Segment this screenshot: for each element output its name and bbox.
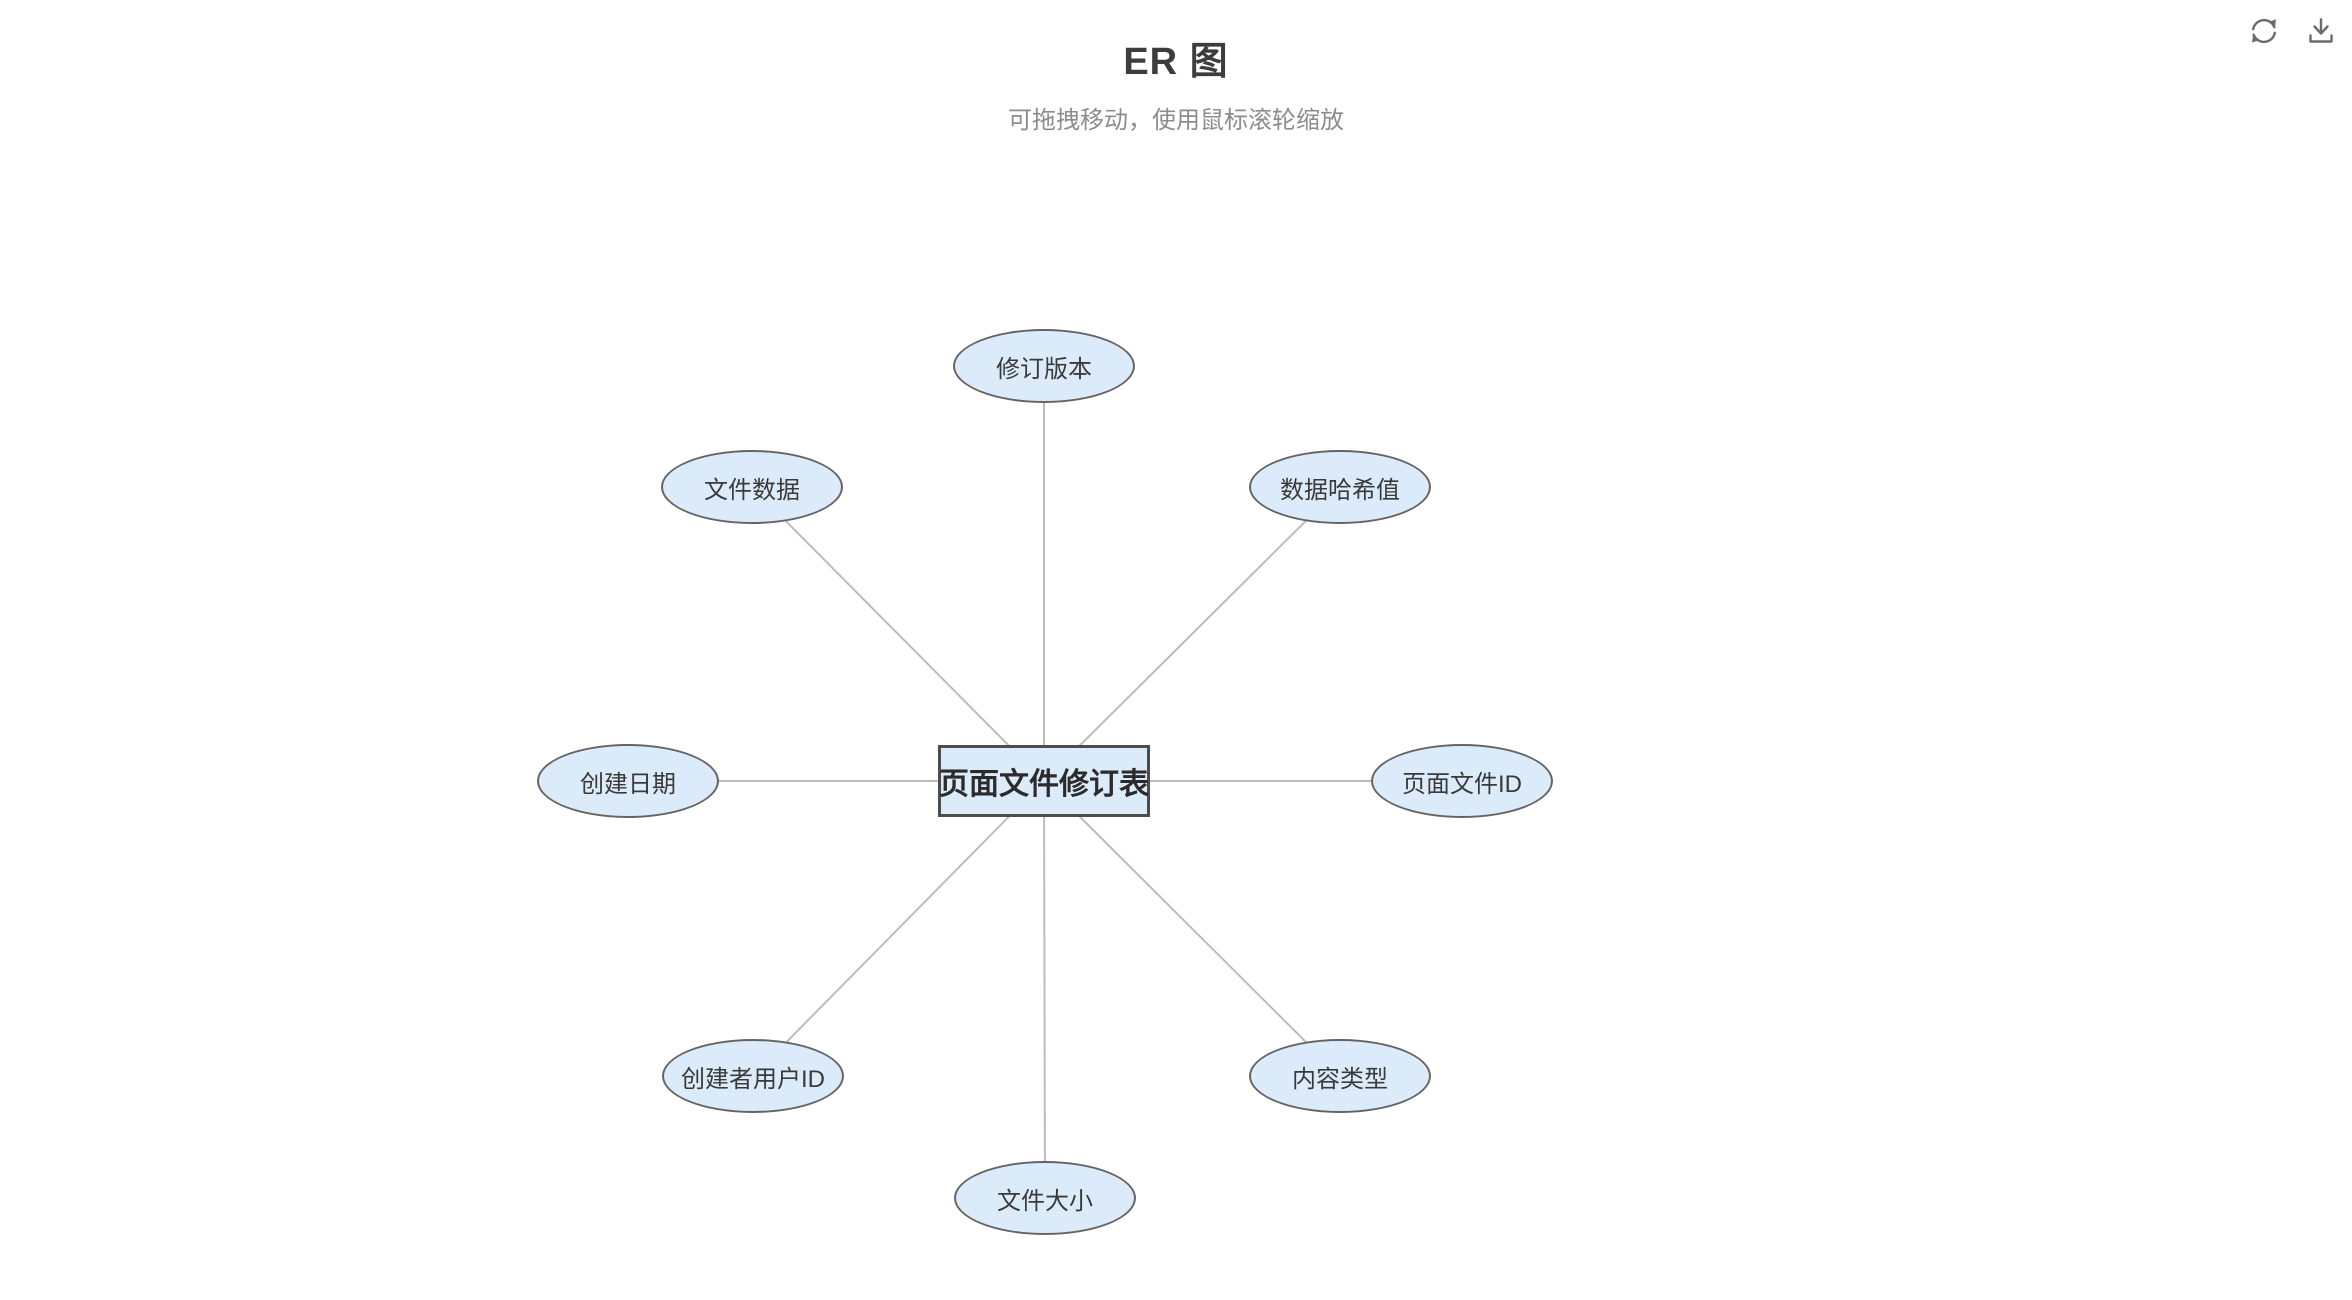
attribute-label: 创建者用户ID xyxy=(681,1065,825,1093)
attribute-label: 创建日期 xyxy=(580,770,676,798)
edge xyxy=(751,486,1045,782)
attribute-label: 文件大小 xyxy=(997,1187,1093,1215)
attribute-node-create-date[interactable]: 创建日期 xyxy=(537,744,719,818)
edge xyxy=(1043,780,1341,1077)
attribute-node-content-type[interactable]: 内容类型 xyxy=(1249,1039,1431,1113)
attribute-node-revision[interactable]: 修订版本 xyxy=(953,329,1135,403)
attribute-label: 修订版本 xyxy=(996,355,1092,383)
attribute-label: 页面文件ID xyxy=(1402,770,1522,798)
entity-node-page-file-revision-table[interactable]: 页面文件修订表 xyxy=(938,745,1150,817)
page-header: ER 图 可拖拽移动，使用鼠标滚轮缩放 xyxy=(0,0,2352,135)
download-icon xyxy=(2309,18,2333,43)
attribute-node-data-hash[interactable]: 数据哈希值 xyxy=(1249,450,1431,524)
attribute-node-file-data[interactable]: 文件数据 xyxy=(661,450,843,524)
refresh-button[interactable] xyxy=(2246,12,2284,50)
edge xyxy=(752,780,1045,1077)
page-title: ER 图 xyxy=(1123,41,1229,83)
edge xyxy=(1043,780,1046,1199)
download-button[interactable] xyxy=(2303,12,2341,50)
attribute-label: 文件数据 xyxy=(704,476,800,504)
attribute-node-file-size[interactable]: 文件大小 xyxy=(954,1161,1136,1235)
attribute-node-creator-user-id[interactable]: 创建者用户ID xyxy=(662,1039,844,1113)
toolbar xyxy=(2246,12,2341,50)
attribute-label: 内容类型 xyxy=(1292,1065,1388,1093)
page-subtitle: 可拖拽移动，使用鼠标滚轮缩放 xyxy=(1008,107,1344,134)
attribute-label: 数据哈希值 xyxy=(1280,476,1400,504)
edge xyxy=(1043,486,1341,782)
entity-label: 页面文件修订表 xyxy=(939,768,1149,801)
attribute-node-page-file-id[interactable]: 页面文件ID xyxy=(1371,744,1553,818)
refresh-icon xyxy=(2252,18,2276,44)
